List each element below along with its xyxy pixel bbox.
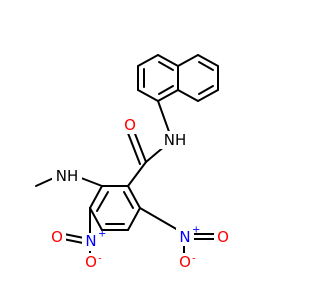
nitro-right-o-bottom-label: O [179,253,191,271]
amide-nh-label: NH [164,131,187,149]
ring-bond-3 [89,207,103,231]
naph-bond-1 [137,89,159,102]
naph-bond-8b [198,61,214,71]
naph-bond-3 [137,54,159,67]
naph-bond-8 [197,54,219,67]
bond-nitro-left-o-top [63,233,85,239]
bond-nitro-left-o-top-2 [62,238,84,244]
ring-bond-6b [123,191,134,209]
nitro-left-o-top-label: O [51,228,63,246]
nitro-left-n-label: N [85,232,96,250]
methylamino-nh-label: NH [56,167,79,185]
naph-bond-10 [197,89,219,102]
naph-bond-6 [157,89,179,102]
naph-bond-4b [158,61,174,71]
naph-bond-11 [177,89,199,102]
ring-bond-5 [127,207,141,231]
ring-bond-6 [127,185,141,209]
nitro-right-n-charge: + [192,225,200,236]
naph-bond-4 [157,54,179,67]
nitro-right-o-bottom-charge: - [192,254,196,265]
nitro-left-o-bottom-charge: - [98,254,102,265]
carbonyl-oxygen-label: O [124,116,136,134]
atom-layer: O NH NH O N + O - N + O O - [48,116,232,271]
bond-carbonyl-ring [127,161,147,187]
naph-bond-6b [158,85,174,95]
ring-bond-2b [96,191,109,212]
molecule-structure: O NH NH O N + O - N + O O - [35,54,232,271]
bond-ring-nitro-right [139,207,179,231]
ring-bond-2 [89,185,103,209]
naph-bond-10b [198,85,214,95]
nitro-right-n-label: N [179,228,190,246]
nitro-left-o-bottom-label: O [85,253,97,271]
nitro-left-n-charge: + [98,229,106,240]
nitro-right-o-right-label: O [217,228,229,246]
naph-bond-7 [177,54,199,67]
